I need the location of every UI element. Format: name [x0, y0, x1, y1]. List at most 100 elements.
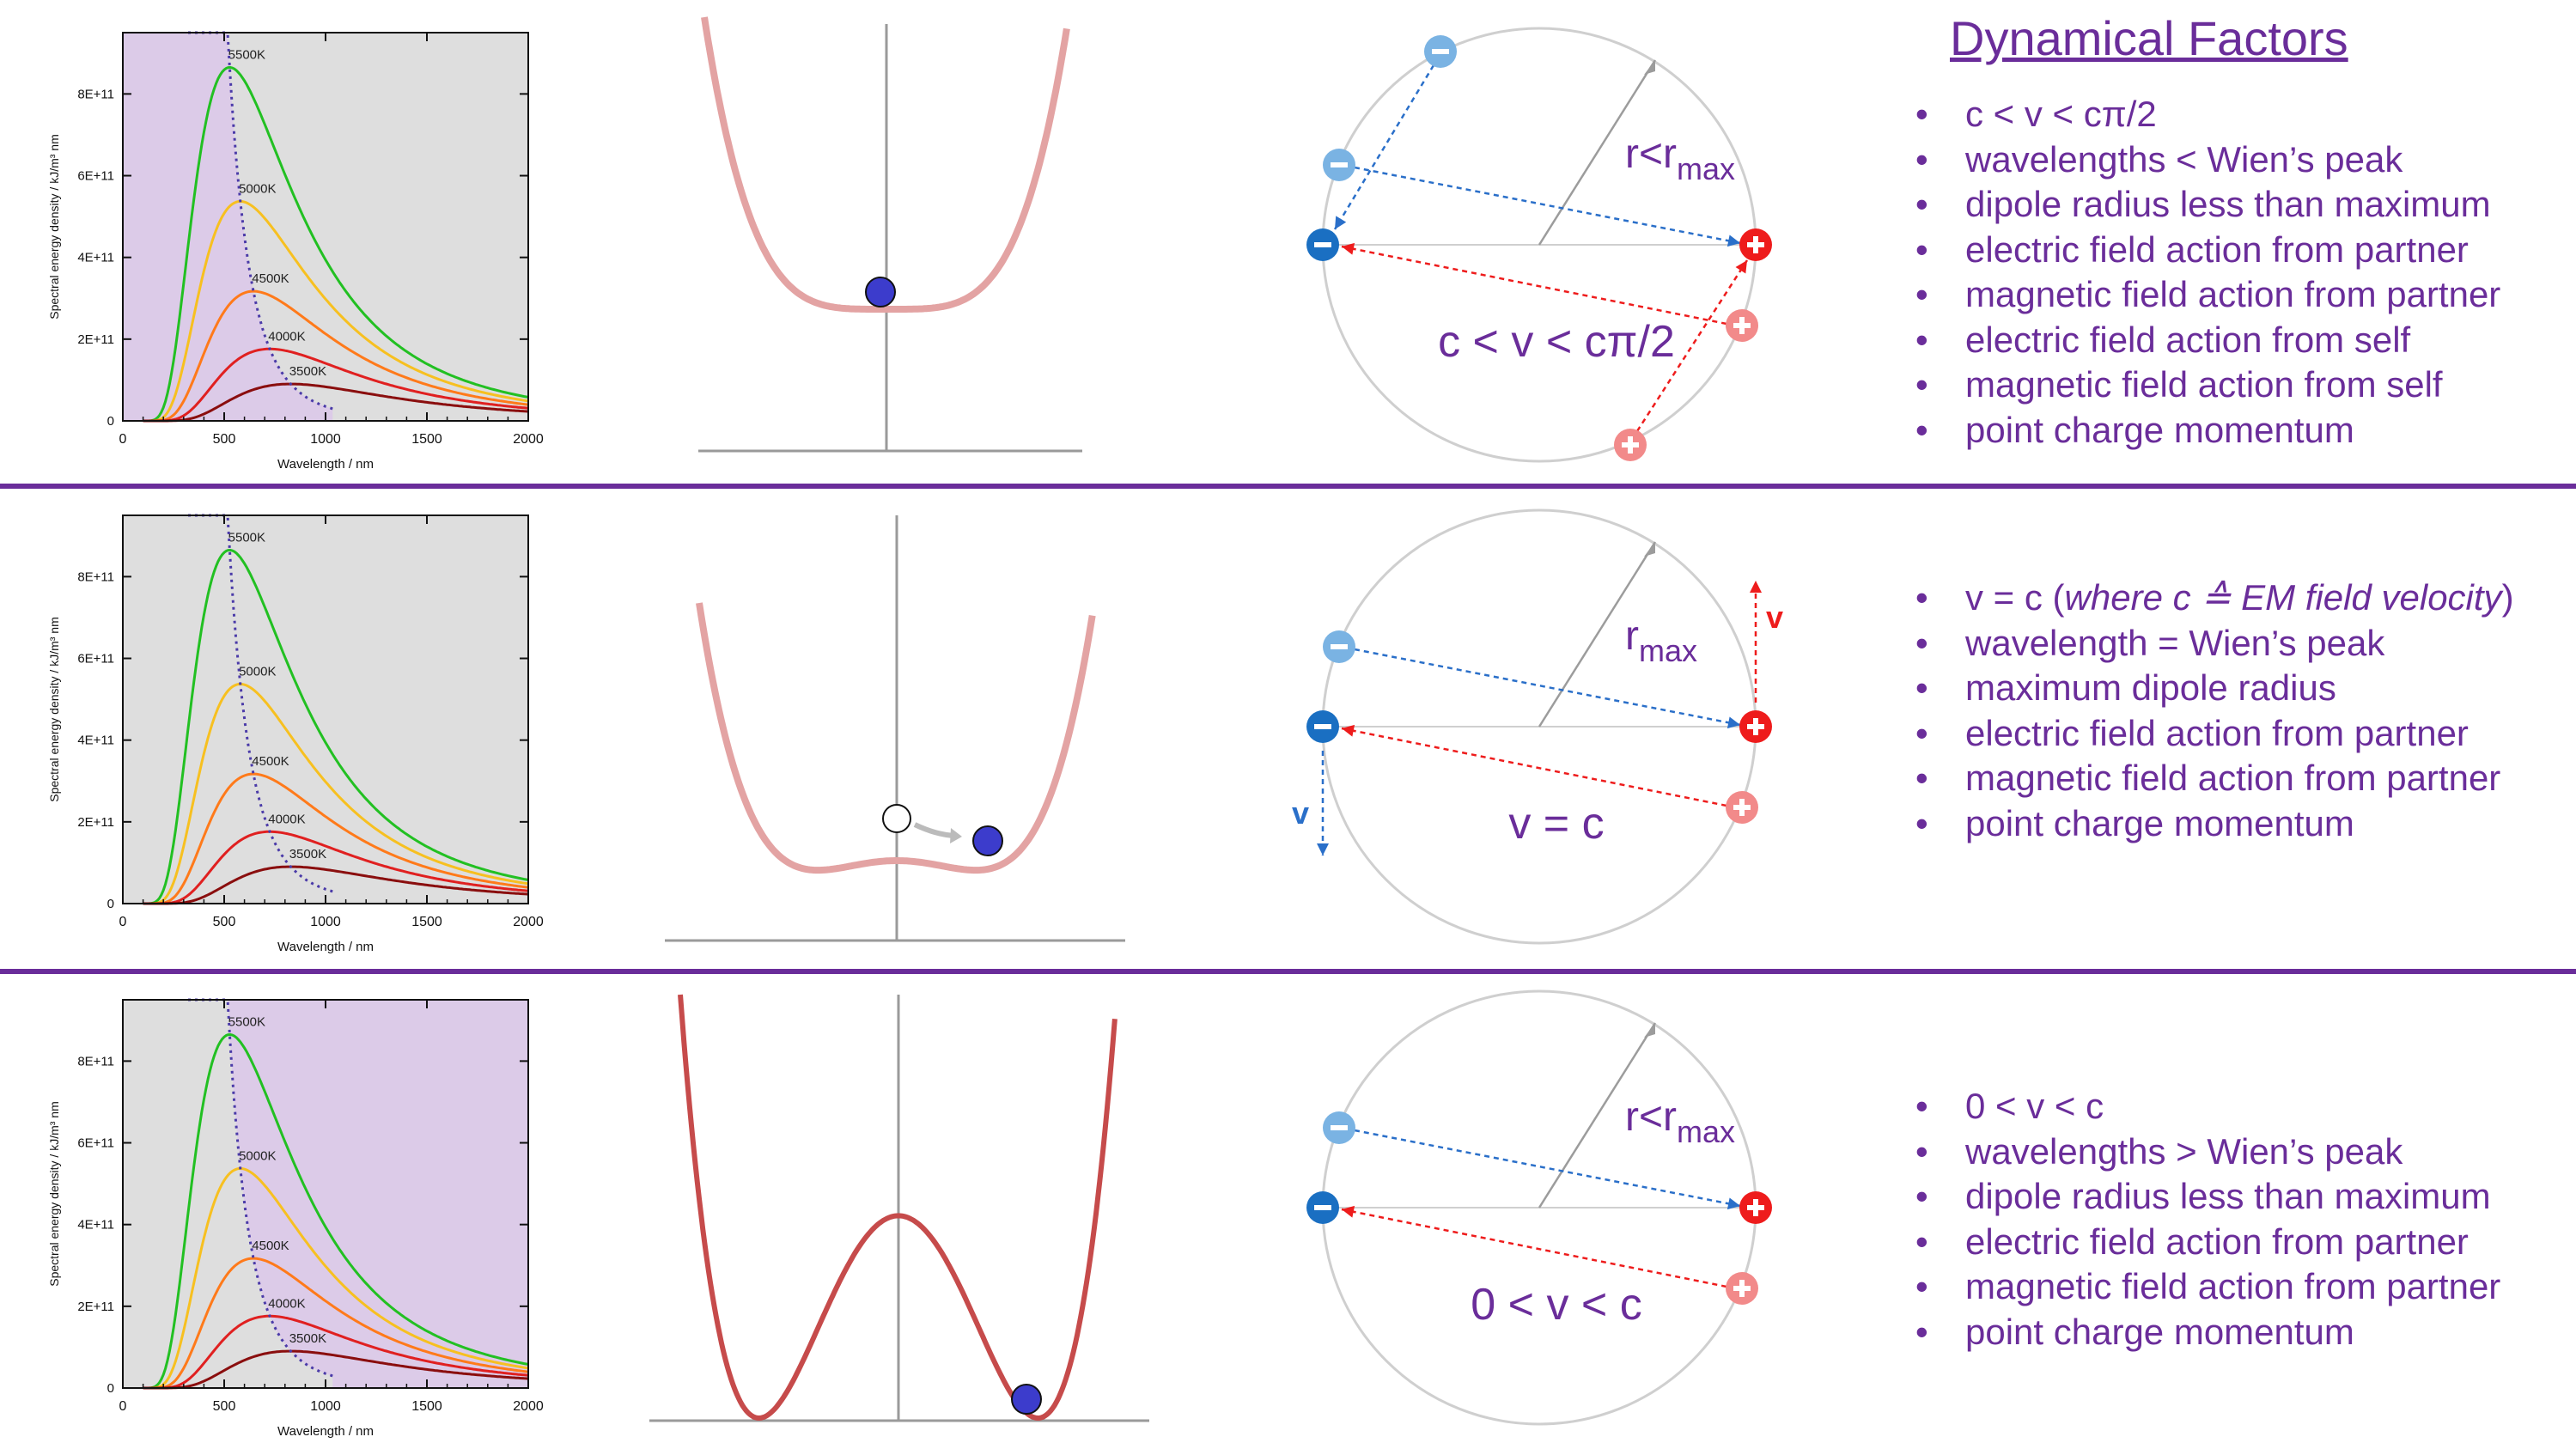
x-tick-label: 1000: [310, 915, 341, 929]
radius-arrow-head: [1644, 60, 1655, 75]
bullet-dot: •: [1915, 409, 1928, 450]
curve-4000K: [143, 830, 529, 905]
bullet-text: point charge momentum: [1965, 1311, 2354, 1352]
curve-5000K: [143, 682, 529, 905]
curve-label-4000K: 4000K: [268, 1296, 305, 1311]
particle-ball-start: [882, 804, 911, 833]
bullet-dot: •: [1915, 712, 1928, 753]
bullet-text: point charge momentum: [1965, 409, 2354, 450]
curve-4500K: [143, 772, 529, 905]
field-arrow-red: [1341, 245, 1727, 326]
curve-4500K: [143, 1257, 529, 1390]
negative-charge-bar: [1314, 242, 1331, 247]
y-axis-label: Spectral energy density / kJ/m³ nm: [47, 1101, 61, 1287]
positive-charge-vbar: [1753, 718, 1758, 735]
bullet-text: 0 < v < c: [1965, 1086, 2104, 1126]
bullet-list-middle: •v = c (where c ≙ EM field velocity)•wav…: [1915, 575, 2514, 846]
bullet-item: • point charge momentum: [1915, 408, 2500, 454]
bullet-dot: •: [1915, 1266, 1928, 1306]
positive-charge: [1739, 710, 1772, 743]
bullet-item: •maximum dipole radius: [1915, 666, 2514, 711]
long-wavelength-region: [187, 1000, 528, 1388]
y-tick-label: 4E+11: [77, 734, 114, 748]
bullet-text: electric field action from partner: [1965, 1221, 2469, 1262]
curve-5500K: [143, 548, 529, 905]
curve-label-5500K: 5500K: [228, 530, 265, 545]
bullet-dot: •: [1915, 1176, 1928, 1216]
velocity-formula: v = c: [1508, 799, 1604, 849]
curve-5500K: [143, 65, 529, 423]
curve-4500K: [143, 289, 529, 423]
x-tick-label: 0: [119, 432, 127, 447]
curve-label-3500K: 3500K: [289, 364, 326, 379]
bullet-text: magnetic field action from partner: [1965, 1266, 2501, 1306]
bullet-list-bottom: •0 < v < c•wavelengths > Wien’s peak•dip…: [1915, 1084, 2500, 1355]
radius-arrow-head: [1644, 1023, 1655, 1038]
radius-arrow: [1538, 59, 1657, 246]
bullet-dot: •: [1915, 184, 1928, 224]
bullet-dot: •: [1915, 138, 1928, 180]
potential-well-top: [698, 16, 1082, 453]
curve-3500K: [143, 865, 529, 905]
divider-2: [0, 969, 2576, 974]
velocity-formula: 0 < v < c: [1471, 1280, 1641, 1330]
radius-label: r<rmax: [1625, 1094, 1735, 1149]
curve-label-4500K: 4500K: [252, 754, 289, 769]
bullet-item: • wavelengths < Wien’s peak: [1915, 137, 2500, 183]
radius-subscript: max: [1677, 151, 1735, 186]
ghost-negative-charge-top-bar: [1432, 49, 1449, 54]
bullet-text: electric field action from self: [1965, 319, 2411, 360]
bullet-dot: •: [1915, 94, 1928, 134]
ghost-positive-charge: [1726, 309, 1758, 342]
bullet-dot: •: [1915, 1311, 1928, 1352]
positive-charge-vbar: [1753, 236, 1758, 253]
particle-ball: [1011, 1384, 1042, 1415]
bullet-dot: •: [1915, 1130, 1928, 1172]
bullet-dot: •: [1915, 274, 1928, 314]
x-axis-label: Wavelength / nm: [277, 940, 374, 954]
curve-label-4500K: 4500K: [252, 271, 289, 286]
curve-label-5500K: 5500K: [228, 47, 265, 62]
x-tick-label: 1500: [411, 432, 442, 447]
curve-label-5500K: 5500K: [228, 1014, 265, 1029]
x-axis-label: Wavelength / nm: [277, 457, 374, 472]
field-arrow-red: [1341, 1208, 1727, 1288]
curve-label-5000K: 5000K: [239, 181, 276, 196]
curve-4000K: [143, 347, 529, 423]
bullet-item: •magnetic field action from partner: [1915, 272, 2500, 318]
positive-charge: [1739, 228, 1772, 261]
y-axis-label: Spectral energy density / kJ/m³ nm: [47, 134, 61, 320]
y-tick-label: 8E+11: [77, 569, 114, 584]
bullet-text-end: ): [2501, 577, 2514, 618]
bullet-item: •magnetic field action from self: [1915, 362, 2500, 408]
y-tick-label: 0: [107, 414, 114, 429]
bullet-text: electric field action from partner: [1965, 228, 2469, 270]
radius-subscript: max: [1639, 633, 1697, 668]
bullet-item: •electric field action from self: [1915, 318, 2500, 363]
negative-charge: [1306, 710, 1339, 743]
self-arrow-red-head: [1735, 260, 1747, 274]
positive-charge: [1739, 1191, 1772, 1224]
ghost-positive-charge-bottom: [1614, 429, 1647, 461]
motion-arrow: [913, 822, 956, 838]
bullet-text: magnetic field action from partner: [1965, 758, 2501, 798]
curve-label-5000K: 5000K: [239, 1148, 276, 1163]
x-tick-label: 500: [213, 432, 236, 447]
short-wavelength-region: [123, 33, 333, 421]
bullet-text-italic: where c ≙ EM field velocity: [2064, 577, 2502, 618]
velocity-formula: c < v < cπ/2: [1438, 317, 1675, 367]
motion-arrow-head: [950, 828, 962, 843]
bullet-item: •0 < v < c: [1915, 1084, 2500, 1129]
page-title: Dynamical Factors: [1950, 11, 2348, 65]
potential-curve: [701, 16, 1070, 313]
radius-arrow: [1538, 1022, 1657, 1209]
bullet-text: wavelengths < Wien’s peak: [1965, 138, 2403, 180]
field-arrow-red-head: [1342, 724, 1355, 737]
field-arrow-blue-head: [1726, 716, 1740, 729]
x-tick-label: 2000: [513, 1399, 544, 1414]
bullet-item: •magnetic field action from partner: [1915, 756, 2514, 801]
ghost-positive-charge-vbar: [1739, 1280, 1745, 1297]
